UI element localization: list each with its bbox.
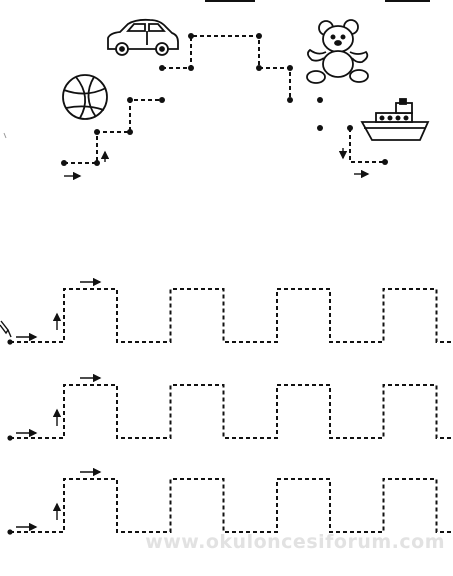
- right-picture-path: [349, 128, 385, 163]
- basketball-icon: [62, 74, 108, 120]
- teddy-bear-icon: [306, 19, 369, 84]
- square-wave-line: [10, 288, 453, 343]
- left-picture-path: [64, 35, 291, 164]
- car-icon: [107, 18, 179, 56]
- start-dot: [7, 435, 13, 441]
- tracing-rows: [7, 277, 453, 535]
- left-path-dots: [61, 33, 293, 166]
- pencil-icon: [0, 320, 12, 338]
- square-wave-line: [10, 478, 453, 533]
- right-path-dots: [317, 97, 388, 165]
- start-dot: [7, 529, 13, 535]
- start-dot: [7, 339, 13, 345]
- margin-mark: [3, 132, 7, 139]
- square-wave-line: [10, 384, 453, 439]
- ship-icon: [360, 98, 430, 141]
- watermark: www.okuloncesiforum.com: [145, 531, 445, 553]
